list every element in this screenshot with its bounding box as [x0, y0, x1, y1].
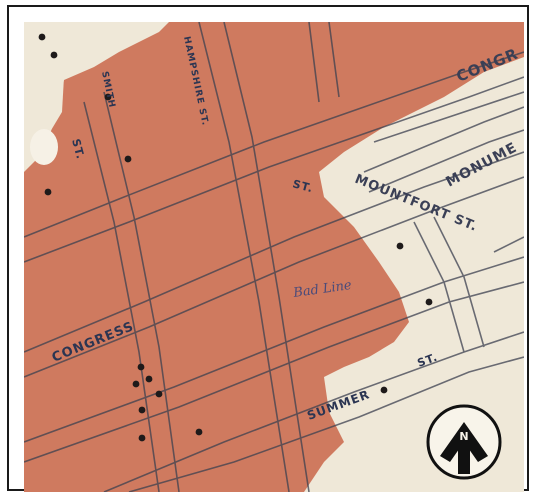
map-viewport: CONGR MONUME MOUNTFORT ST. ST. CONGRESS … — [24, 22, 524, 492]
paper-stain — [30, 129, 58, 165]
label-st-left: ST. — [69, 137, 87, 161]
building-dots — [38, 33, 433, 442]
compass-letter: N — [459, 430, 468, 443]
map-frame: CONGR MONUME MOUNTFORT ST. ST. CONGRESS … — [7, 5, 529, 492]
historical-map: CONGR MONUME MOUNTFORT ST. ST. CONGRESS … — [24, 22, 524, 492]
burned-district — [24, 22, 524, 492]
paper-patch — [24, 62, 64, 157]
street-grid — [24, 22, 524, 492]
north-arrow-icon: N — [426, 404, 502, 480]
label-st-small: ST. — [291, 177, 315, 195]
